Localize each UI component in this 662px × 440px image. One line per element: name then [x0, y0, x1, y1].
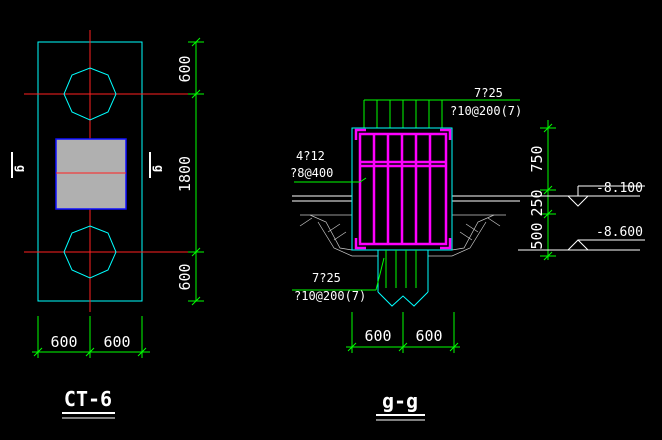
plan-view: g g 600 1800 600 600 600 — [11, 30, 204, 419]
column-bars — [363, 100, 443, 128]
elevation-lower-label: -8.600 — [596, 225, 643, 240]
section-dim-h-left: 600 — [364, 327, 391, 345]
pile-section — [377, 250, 429, 307]
cushion-hatch — [299, 214, 506, 257]
rebar-hooks — [354, 128, 452, 250]
section-dim-v-bottom: 500 — [528, 222, 546, 249]
pile-cap-section-outline — [351, 127, 453, 251]
section-title: g-g — [382, 389, 418, 413]
elevation-marker-lower — [518, 239, 645, 251]
top-rebar-stirrup-label: ?10@200(7) — [450, 104, 522, 118]
ground-lines — [292, 195, 520, 202]
lower-pile-outline — [63, 225, 117, 279]
plan-title: CT-6 — [64, 387, 112, 411]
elevation-upper-label: -8.100 — [596, 181, 643, 196]
column-section — [55, 138, 127, 210]
bottom-rebar-stirrup-label: ?10@200(7) — [294, 289, 366, 303]
bottom-rebar-main-label: 7?25 — [312, 271, 341, 285]
section-view: 7?25 ?10@200(7) 4?12 ?8@400 7?25 ?10@200… — [290, 86, 645, 421]
section-horizontal-dimensions — [346, 312, 460, 353]
section-dim-v-top: 750 — [528, 145, 546, 172]
plan-dim-h-right: 600 — [103, 333, 130, 351]
side-rebar-stirrup-label: ?8@400 — [290, 166, 333, 180]
plan-dim-v-bottom: 600 — [176, 263, 194, 290]
section-dim-v-mid: 250 — [528, 189, 546, 216]
annotation-leaders — [292, 177, 385, 291]
plan-horizontal-dimensions — [32, 316, 150, 358]
elevation-marker-upper — [518, 185, 645, 207]
plan-dim-h-left: 600 — [50, 333, 77, 351]
upper-pile-outline — [63, 67, 117, 121]
section-dim-h-right: 600 — [415, 327, 442, 345]
section-mark-right: g — [152, 165, 166, 172]
plan-dim-v-top: 600 — [176, 55, 194, 82]
plan-dim-v-mid: 1800 — [176, 156, 194, 192]
side-rebar-main-label: 4?12 — [296, 149, 325, 163]
top-rebar-main-label: 7?25 — [474, 86, 503, 100]
section-vertical-dimensions — [540, 120, 556, 261]
plan-vertical-dimensions — [188, 37, 204, 306]
rebar-cage — [358, 132, 448, 246]
section-mark-left: g — [14, 165, 28, 172]
pile-bars — [385, 250, 417, 288]
